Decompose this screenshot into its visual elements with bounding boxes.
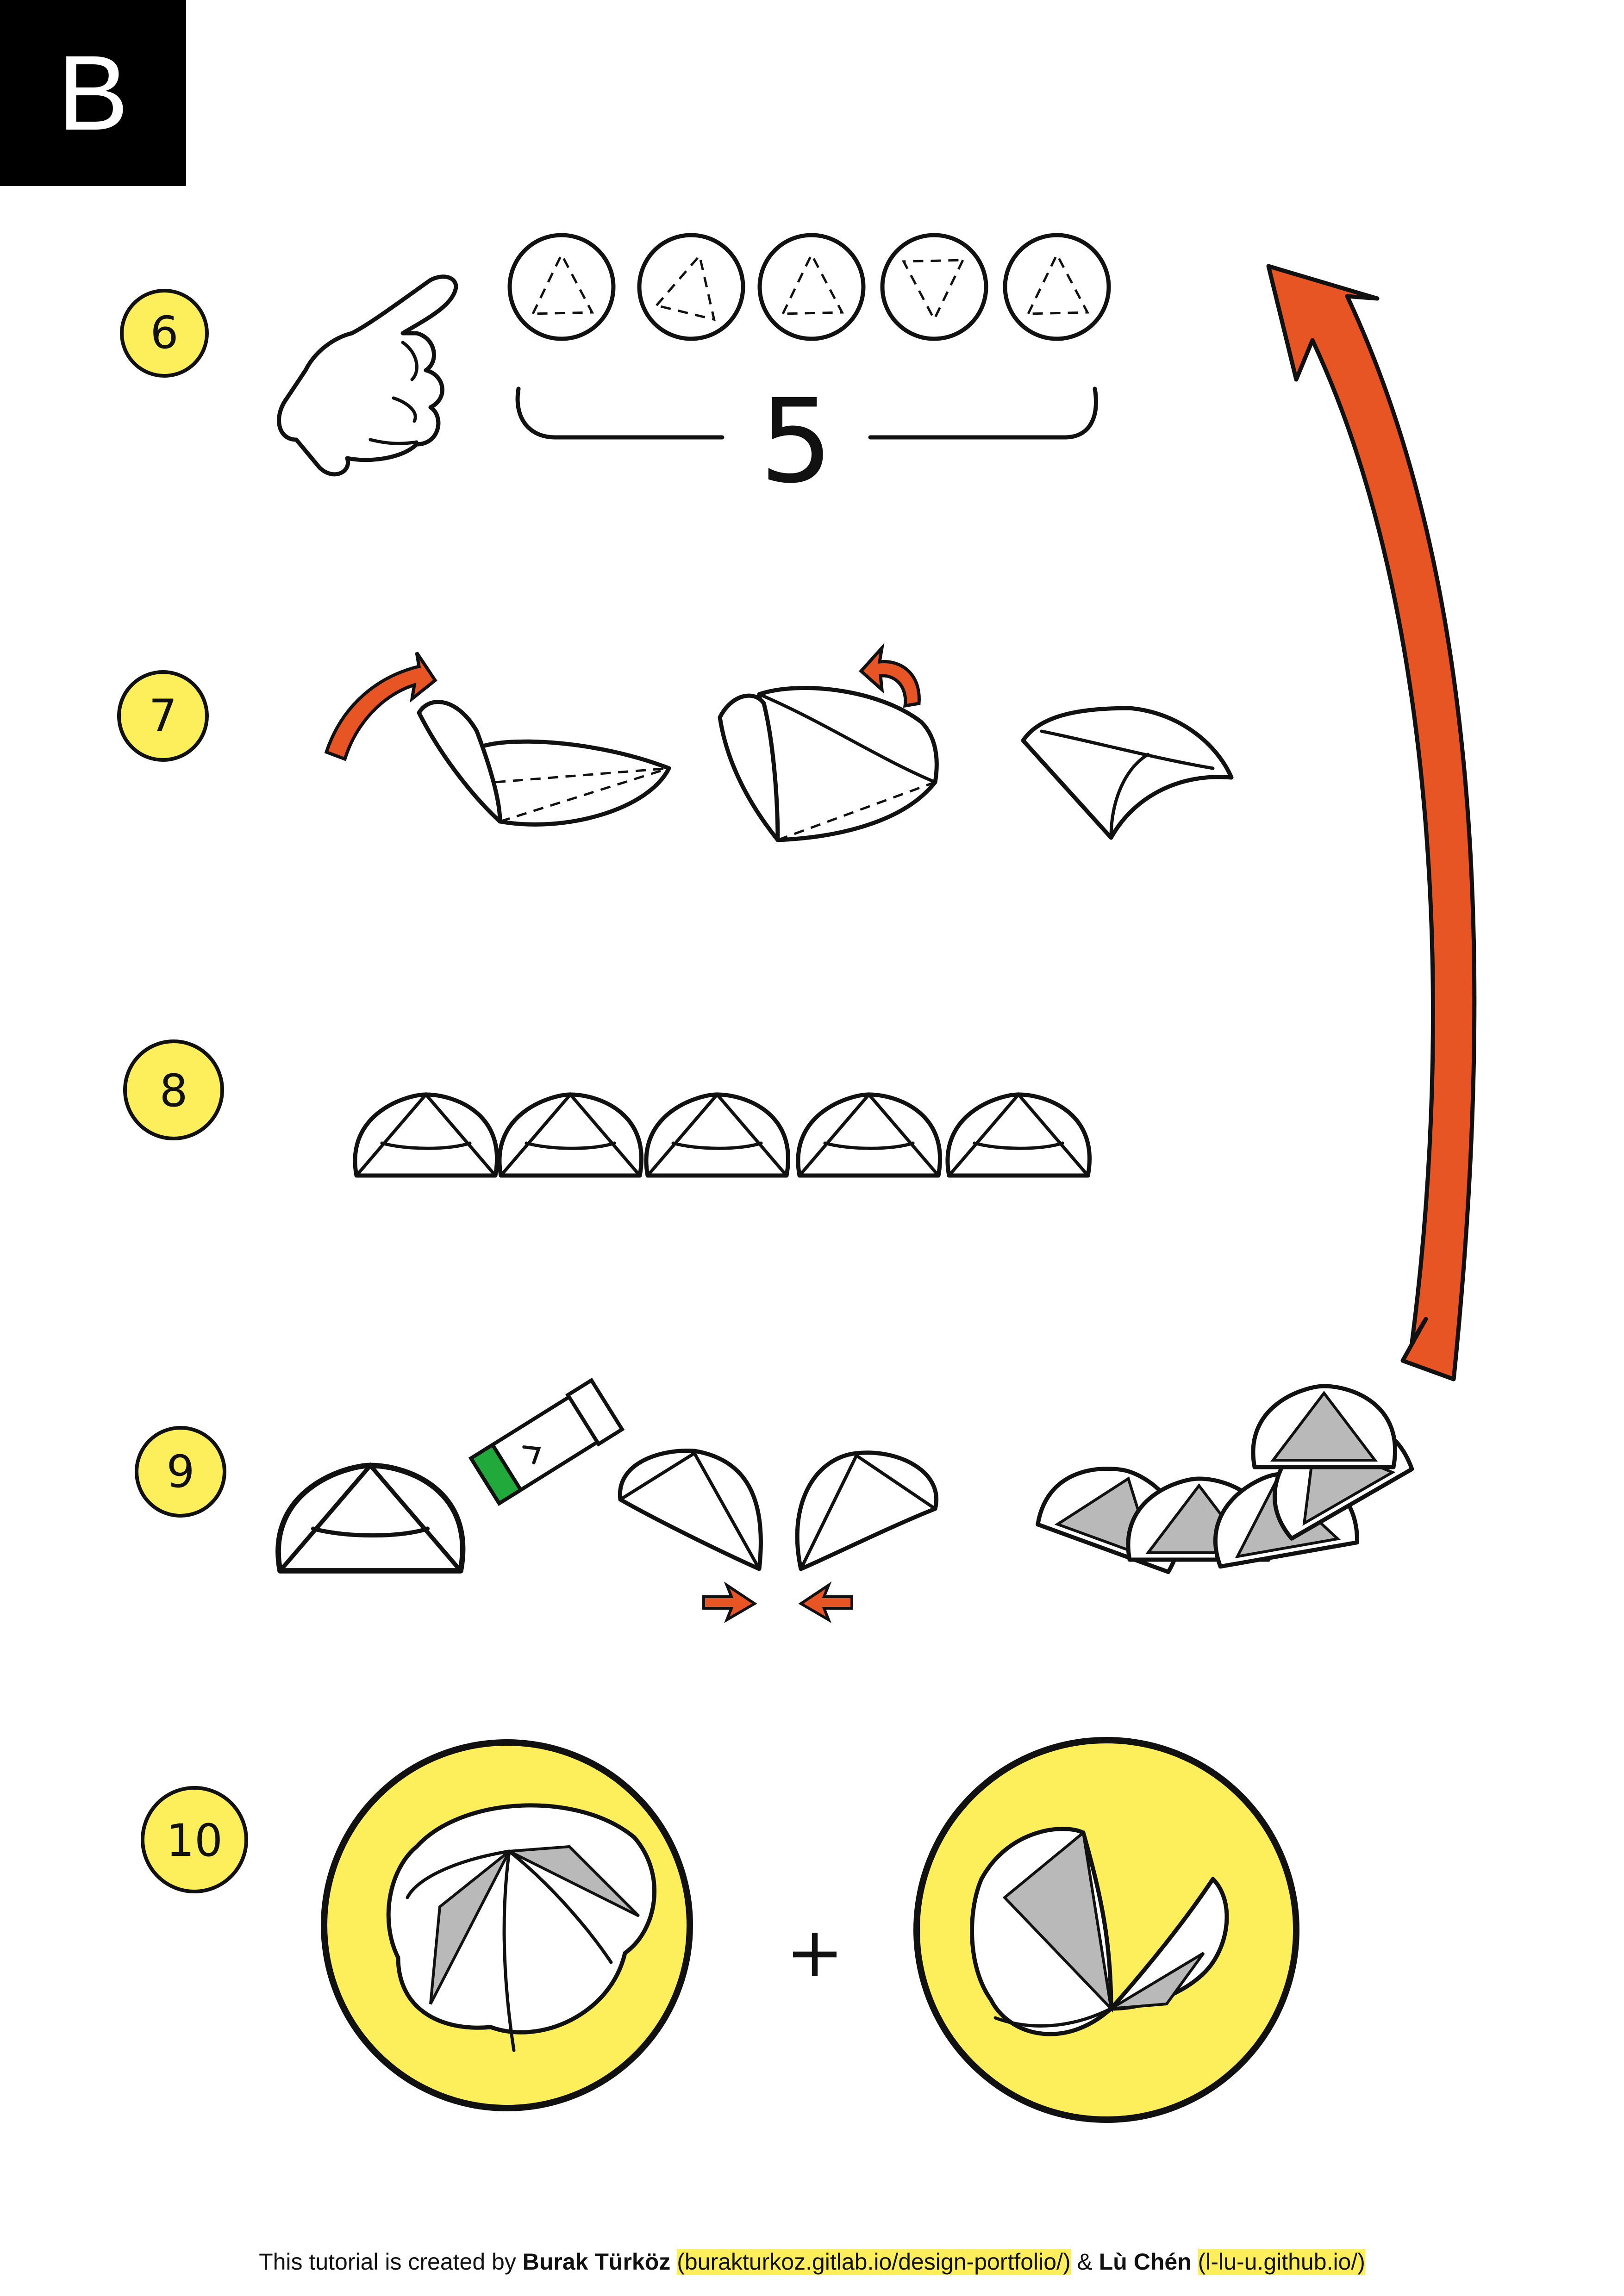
step-10-marker: 10 xyxy=(141,1786,248,1893)
step-7-marker: 7 xyxy=(117,670,209,762)
step-6-label: 6 xyxy=(150,307,178,359)
domes-row xyxy=(355,1095,1090,1176)
glue-stick-icon xyxy=(468,1377,625,1506)
plus-sign: + xyxy=(786,1912,844,1993)
step-9-label: 9 xyxy=(166,1446,194,1498)
dome-chain xyxy=(1037,1386,1413,1573)
fold-step-b xyxy=(718,642,939,842)
pointing-hand-icon xyxy=(277,274,458,477)
fold-step-c xyxy=(1021,706,1234,840)
author-2: Lù Chén xyxy=(1099,2249,1192,2275)
author-2-link[interactable]: (l-lu-u.github.io/) xyxy=(1198,2249,1365,2275)
credits-separator: & xyxy=(1070,2249,1099,2275)
step-10-label: 10 xyxy=(166,1815,223,1867)
fold-step-a xyxy=(324,652,671,827)
step-9-marker: 9 xyxy=(135,1426,226,1518)
author-1-link[interactable]: (burakturkoz.gitlab.io/design-portfolio/… xyxy=(677,2249,1071,2275)
section-badge-label: B xyxy=(57,33,129,152)
glue-step xyxy=(278,1377,625,1571)
join-step xyxy=(618,1448,938,1623)
final-view-right xyxy=(913,1737,1299,2123)
count-brace xyxy=(515,386,1098,440)
author-1: Burak Türköz xyxy=(522,2249,671,2275)
step-7-label: 7 xyxy=(149,690,177,742)
credits-footer: This tutorial is created by Burak Türköz… xyxy=(0,2248,1624,2275)
curved-arrow-icon xyxy=(859,642,921,708)
curved-arrow-icon xyxy=(324,652,437,761)
section-badge: B xyxy=(0,0,186,186)
step-8-marker: 8 xyxy=(123,1039,224,1140)
paper-circles-row xyxy=(510,224,1109,350)
repeat-arrow xyxy=(1266,264,1477,1381)
credits-prefix: This tutorial is created by xyxy=(259,2249,523,2275)
final-view-left xyxy=(321,1739,693,2111)
step-6-marker: 6 xyxy=(120,289,209,378)
step-8-label: 8 xyxy=(159,1065,187,1117)
count-label: 5 xyxy=(759,374,833,509)
